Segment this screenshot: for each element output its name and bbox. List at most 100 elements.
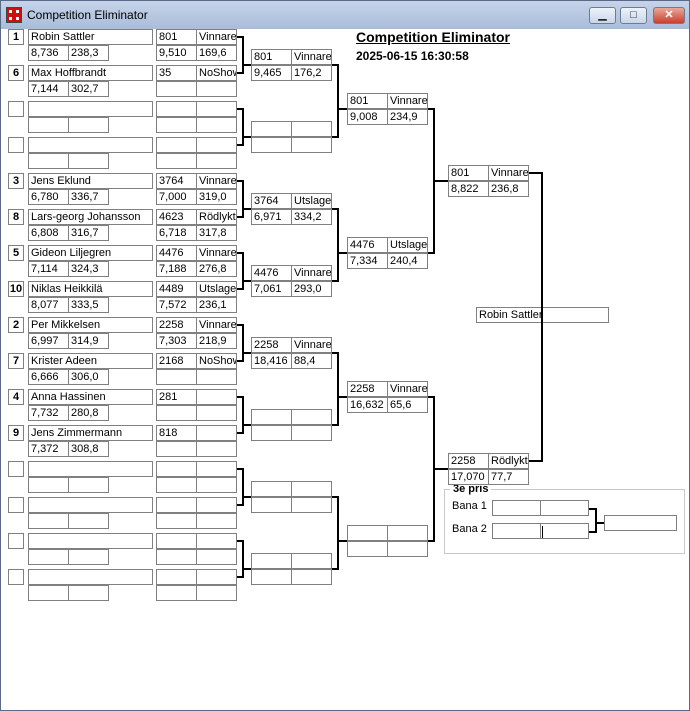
r1-speed-field[interactable] — [196, 549, 237, 565]
r1-result-field[interactable]: Vinnare — [196, 173, 237, 189]
r1-et-field[interactable]: 9,510 — [156, 45, 197, 61]
r1-et-field[interactable]: 6,718 — [156, 225, 197, 241]
r2-speed-field[interactable]: 88,4 — [291, 353, 332, 369]
r1-speed-field[interactable]: 169,6 — [196, 45, 237, 61]
r2-et-field[interactable]: 9,465 — [251, 65, 292, 81]
r2-et-field[interactable]: 18,416 — [251, 353, 292, 369]
r2-et-field[interactable] — [251, 497, 292, 513]
r2-speed-field[interactable]: 334,2 — [291, 209, 332, 225]
r1-speed-field[interactable]: 317,8 — [196, 225, 237, 241]
seed-box[interactable]: 4 — [8, 389, 24, 405]
r2-speed-field[interactable] — [291, 425, 332, 441]
entry-et-field[interactable]: 6,666 — [28, 369, 69, 385]
r1-speed-field[interactable] — [196, 477, 237, 493]
entry-speed-field[interactable]: 306,0 — [68, 369, 109, 385]
seed-box[interactable]: 3 — [8, 173, 24, 189]
r2-speed-field[interactable]: 293,0 — [291, 281, 332, 297]
driver-name-field[interactable]: Lars-georg Johansson — [28, 209, 153, 225]
r1-et-field[interactable]: 7,000 — [156, 189, 197, 205]
final-number-field[interactable]: 801 — [448, 165, 489, 181]
r1-result-field[interactable] — [196, 389, 237, 405]
entry-et-field[interactable] — [28, 117, 69, 133]
entry-speed-field[interactable]: 302,7 — [68, 81, 109, 97]
r1-speed-field[interactable] — [196, 513, 237, 529]
seed-box[interactable] — [8, 497, 24, 513]
r1-speed-field[interactable] — [196, 117, 237, 133]
r1-number-field[interactable]: 3764 — [156, 173, 197, 189]
r1-et-field[interactable] — [156, 513, 197, 529]
seed-box[interactable] — [8, 137, 24, 153]
entry-et-field[interactable]: 6,808 — [28, 225, 69, 241]
r1-result-field[interactable] — [196, 461, 237, 477]
r2-number-field[interactable]: 801 — [251, 49, 292, 65]
r1-et-field[interactable] — [156, 117, 197, 133]
r2-result-field[interactable] — [291, 553, 332, 569]
r1-number-field[interactable] — [156, 101, 197, 117]
r1-et-field[interactable] — [156, 369, 197, 385]
entry-speed-field[interactable]: 324,3 — [68, 261, 109, 277]
r3-et-field[interactable]: 9,008 — [347, 109, 388, 125]
r2-et-field[interactable]: 6,971 — [251, 209, 292, 225]
r1-number-field[interactable]: 35 — [156, 65, 197, 81]
entry-et-field[interactable] — [28, 549, 69, 565]
r2-speed-field[interactable] — [291, 569, 332, 585]
driver-name-field[interactable]: Krister Adeen — [28, 353, 153, 369]
r1-number-field[interactable]: 2168 — [156, 353, 197, 369]
r1-result-field[interactable]: NoShow — [196, 65, 237, 81]
r1-speed-field[interactable] — [196, 441, 237, 457]
r1-speed-field[interactable] — [196, 153, 237, 169]
entry-speed-field[interactable] — [68, 153, 109, 169]
final-et-field[interactable]: 8,822 — [448, 181, 489, 197]
seed-box[interactable]: 6 — [8, 65, 24, 81]
entry-speed-field[interactable] — [68, 549, 109, 565]
r1-speed-field[interactable]: 218,9 — [196, 333, 237, 349]
r2-result-field[interactable]: Vinnare — [291, 49, 332, 65]
entry-et-field[interactable]: 7,732 — [28, 405, 69, 421]
r3-et-field[interactable]: 7,334 — [347, 253, 388, 269]
r3-et-field[interactable] — [347, 541, 388, 557]
seed-box[interactable]: 5 — [8, 245, 24, 261]
driver-name-field[interactable]: Max Hoffbrandt — [28, 65, 153, 81]
r1-number-field[interactable] — [156, 533, 197, 549]
entry-et-field[interactable]: 8,077 — [28, 297, 69, 313]
seed-box[interactable]: 1 — [8, 29, 24, 45]
r3-result-field[interactable] — [387, 525, 428, 541]
seed-box[interactable] — [8, 569, 24, 585]
final-result-field[interactable]: Rödlykta — [488, 453, 529, 469]
r1-number-field[interactable] — [156, 497, 197, 513]
r1-number-field[interactable]: 4623 — [156, 209, 197, 225]
r1-et-field[interactable] — [156, 81, 197, 97]
r3-result-field[interactable]: Vinnare — [387, 381, 428, 397]
r1-et-field[interactable] — [156, 549, 197, 565]
r1-result-field[interactable]: Vinnare — [196, 29, 237, 45]
r2-et-field[interactable] — [251, 137, 292, 153]
r2-number-field[interactable]: 2258 — [251, 337, 292, 353]
third-lane2-result-field[interactable] — [540, 523, 589, 539]
r1-et-field[interactable]: 7,572 — [156, 297, 197, 313]
r1-number-field[interactable]: 2258 — [156, 317, 197, 333]
driver-name-field[interactable] — [28, 101, 153, 117]
r2-result-field[interactable]: Vinnare — [291, 265, 332, 281]
driver-name-field[interactable] — [28, 569, 153, 585]
r3-speed-field[interactable]: 240,4 — [387, 253, 428, 269]
entry-speed-field[interactable] — [68, 477, 109, 493]
r1-et-field[interactable] — [156, 405, 197, 421]
third-place-winner-field[interactable] — [604, 515, 677, 531]
r1-number-field[interactable]: 4489 — [156, 281, 197, 297]
r1-number-field[interactable]: 801 — [156, 29, 197, 45]
entry-et-field[interactable]: 7,114 — [28, 261, 69, 277]
r2-number-field[interactable] — [251, 121, 292, 137]
driver-name-field[interactable]: Robin Sattler — [28, 29, 153, 45]
r2-et-field[interactable] — [251, 425, 292, 441]
r3-result-field[interactable]: Utslagen — [387, 237, 428, 253]
entry-et-field[interactable] — [28, 513, 69, 529]
r3-number-field[interactable]: 2258 — [347, 381, 388, 397]
r1-speed-field[interactable]: 319,0 — [196, 189, 237, 205]
seed-box[interactable] — [8, 533, 24, 549]
r1-result-field[interactable] — [196, 569, 237, 585]
r1-result-field[interactable] — [196, 101, 237, 117]
third-lane1-result-field[interactable] — [540, 500, 589, 516]
r1-number-field[interactable] — [156, 137, 197, 153]
r1-number-field[interactable]: 818 — [156, 425, 197, 441]
seed-box[interactable]: 9 — [8, 425, 24, 441]
